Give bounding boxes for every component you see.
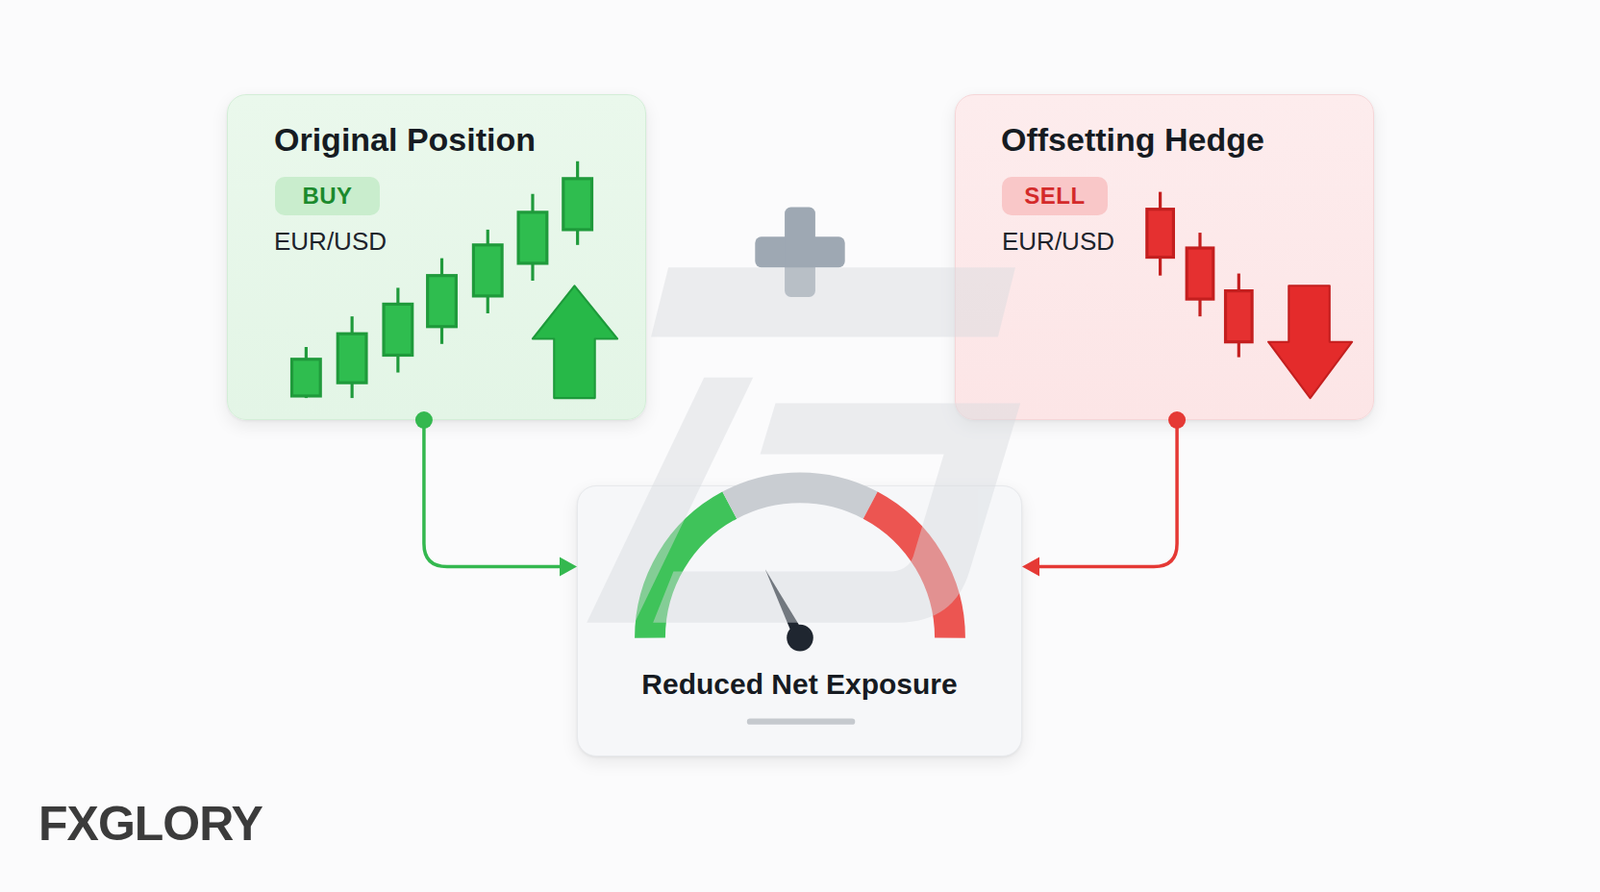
hedge-card: Offsetting HedgeEUR/USD SELL <box>954 94 1375 421</box>
candle-body <box>1147 209 1175 258</box>
watermark-shape <box>652 402 1021 623</box>
candle-wick <box>396 287 400 373</box>
connector-line <box>1037 420 1177 568</box>
candle-wick <box>530 194 534 281</box>
exposure-gauge-card: Reduced Net Exposure <box>576 485 1023 757</box>
candle-wick <box>575 161 579 246</box>
gauge-needle <box>765 569 805 641</box>
pill-label: SELL <box>1024 182 1085 210</box>
flow-connector <box>1022 411 1186 577</box>
flow-connector <box>415 411 577 577</box>
candle-wick <box>440 258 444 345</box>
brand-logo: FXGLORY <box>38 796 263 852</box>
candle-wick <box>304 347 308 399</box>
gauge-green <box>650 505 730 639</box>
candle-body <box>563 178 593 230</box>
candle-body <box>1186 248 1214 300</box>
plus-sign <box>754 207 845 298</box>
connector-line <box>424 420 562 568</box>
pill-label: BUY <box>301 182 352 210</box>
card-title: Reduced Net Exposure <box>577 668 1022 701</box>
watermark-shape <box>650 267 1016 337</box>
candle-wick <box>1198 232 1201 317</box>
pair-label: EUR/USD <box>1001 226 1115 257</box>
candle-body <box>1225 291 1253 343</box>
arrow-head <box>1022 557 1040 577</box>
candle-body <box>473 245 502 297</box>
candle-wick <box>350 316 354 399</box>
candle-body <box>427 275 457 327</box>
card-title: Offsetting Hedge <box>1000 121 1265 159</box>
candle-body <box>383 303 413 355</box>
rising-candles <box>292 161 593 399</box>
up-arrow <box>532 285 618 399</box>
candle-wick <box>1237 274 1241 358</box>
gauge-bar <box>750 718 852 725</box>
arrow-head <box>559 557 577 577</box>
candle-body <box>337 333 367 383</box>
gauge-red <box>870 505 950 639</box>
position-card: Original PositionEUR/USD BUY <box>226 94 647 421</box>
card-title: Original Position <box>274 121 536 159</box>
gauge-grey <box>729 487 871 505</box>
pair-label: EUR/USD <box>274 226 387 257</box>
candle-wick <box>486 229 490 314</box>
buy-pill: BUY <box>275 176 380 216</box>
connector-dot <box>1168 411 1186 429</box>
sell-pill: SELL <box>1001 176 1108 216</box>
connector-dot <box>415 411 433 429</box>
plus-bar <box>784 207 816 298</box>
plus-bar <box>754 236 845 268</box>
gauge-arc <box>650 487 950 638</box>
watermark-logo <box>586 267 1021 624</box>
down-arrow <box>1268 285 1352 399</box>
falling-candles <box>1147 192 1252 358</box>
candle-wick <box>1158 192 1162 276</box>
watermark-shape <box>586 377 753 624</box>
candle-body <box>518 212 548 264</box>
gauge-hub <box>786 625 814 652</box>
candle-body <box>292 359 322 397</box>
